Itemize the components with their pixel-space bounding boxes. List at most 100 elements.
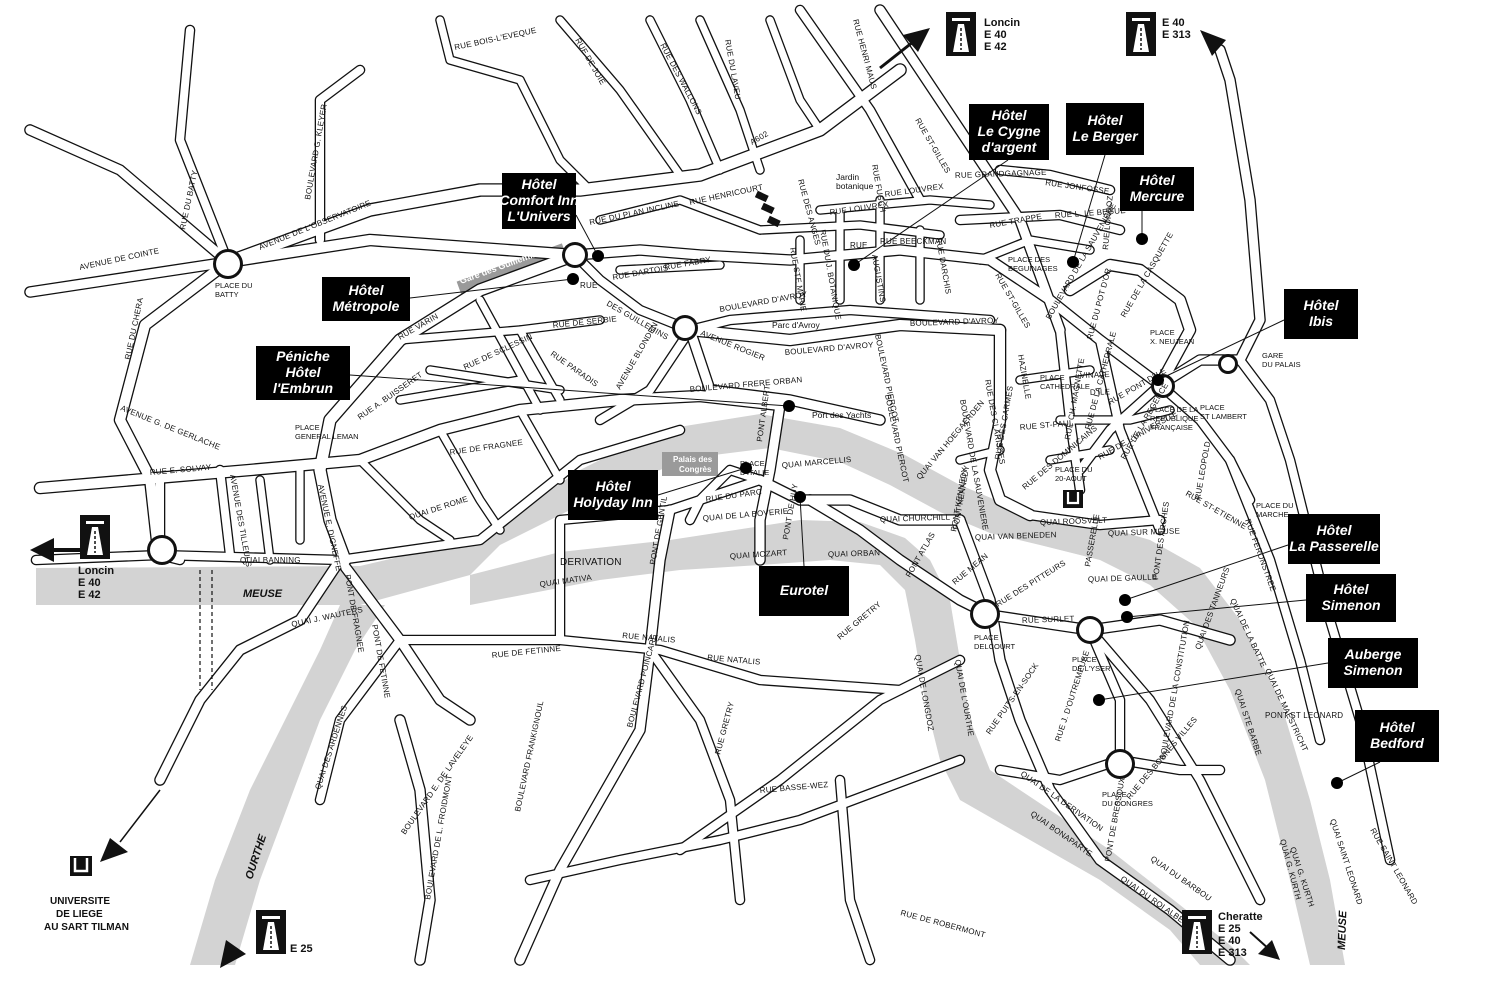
road-segment (646, 646, 744, 904)
hotel-dot-marker[interactable] (1067, 256, 1079, 268)
roundabout-inner (973, 602, 997, 626)
road-segment (1046, 446, 1114, 464)
road-segment (596, 196, 764, 234)
hotel-name-line: l'Embrun (273, 380, 333, 396)
hotel-name-line: Hôtel (1088, 112, 1124, 128)
road-segment (996, 756, 1124, 784)
hotel-name-line: L'Univers (507, 208, 570, 224)
road-segment (436, 426, 504, 534)
hotel-box (256, 346, 350, 400)
road-segment (1086, 626, 1124, 764)
highway-sign-icon (1182, 910, 1212, 954)
highway-label-loncin-left: E 40 (78, 577, 101, 589)
hotel-dot-marker[interactable] (1152, 374, 1164, 386)
hotel-markers (567, 233, 1343, 789)
hotel-dot-marker[interactable] (592, 250, 604, 262)
roundabout-inner (1079, 619, 1101, 641)
hotel-label-eurotel[interactable]: Eurotel (759, 566, 849, 616)
highway-label-e40-e313: E 313 (1162, 29, 1191, 41)
hotel-dot-marker[interactable] (783, 400, 795, 412)
place-label-congres: PLACE (1102, 790, 1127, 799)
hotel-name-line: Le Cygne (977, 123, 1040, 139)
street-label-quai-orban: QUAI ORBAN (828, 548, 881, 559)
hotel-dot-marker[interactable] (1119, 594, 1131, 606)
place-label-marche: MARCHE (1256, 510, 1289, 519)
hotel-box (969, 104, 1049, 160)
road-segment (32, 426, 684, 564)
leader-line-passerelle (1124, 544, 1289, 601)
rail-marks (199, 190, 781, 690)
hotel-dot-marker[interactable] (567, 273, 579, 285)
hotel-name-line: Simenon (1343, 662, 1402, 678)
road-segment (686, 306, 994, 334)
leader-line-eurotel (799, 496, 805, 567)
street-label-vinave: VINAVE (1080, 370, 1110, 380)
hotel-name-line: Hôtel (1334, 581, 1370, 597)
road-segment (25, 257, 233, 297)
road-segment (1065, 260, 1195, 390)
place-label-italie: PLACE (740, 459, 765, 468)
palais-congres-line1: Palais des (673, 455, 713, 464)
roundabout-inner (216, 252, 240, 276)
road-segment (755, 400, 785, 565)
leader-line-simenon (1126, 599, 1307, 618)
road-segment (25, 125, 233, 267)
hotel-dot-marker[interactable] (848, 259, 860, 271)
road-segment (976, 236, 1094, 264)
hotel-name-line: Hôtel (1317, 522, 1353, 538)
place-label-beguinages: PLACE DES (1008, 255, 1050, 264)
road-segment (956, 211, 1124, 234)
street-label-quai-sur-meuse: QUAI SUR MEUSE (1108, 526, 1180, 538)
place-label-general-leman: PLACE (295, 423, 320, 432)
hotel-dot-marker[interactable] (1093, 694, 1105, 706)
place-label-vingt-aout: 20-AOUT (1055, 474, 1087, 483)
hotel-name-line: Hôtel (349, 282, 385, 298)
hotel-dot-marker[interactable] (1121, 611, 1133, 623)
street-label-pont-st-leonard: PONT ST LEONARD (1265, 711, 1343, 720)
hotel-dot-marker[interactable] (1331, 777, 1343, 789)
hotel-box (502, 173, 576, 229)
road-segment (996, 166, 1114, 194)
roundabout-inner (1221, 357, 1235, 371)
place-label-delcourt: DELCOURT (974, 642, 1016, 651)
road-fills (25, 5, 1394, 965)
road-segment (155, 555, 345, 785)
road-segment (685, 325, 885, 425)
place-label-beguinages: BEGUINAGES (1008, 264, 1058, 273)
place-label-batty: PLACE DU (215, 281, 253, 290)
place-label-st-lambert: PLACE (1200, 403, 1225, 412)
place-label-marche: PLACE DU (1256, 501, 1294, 510)
highway-label-e40-e313: E 40 (1162, 17, 1185, 29)
place-label-republique: FRANÇAISE (1150, 423, 1193, 432)
highway-label-loncin-left: Loncin (78, 565, 114, 577)
roundabout-inner (565, 245, 585, 265)
leader-line-berger (1072, 154, 1106, 263)
hotel-name-line: Bedford (1370, 735, 1424, 751)
road-segment (1086, 626, 1264, 904)
leader-line-peniche (349, 374, 790, 407)
hotel-dot-marker[interactable] (1136, 233, 1148, 245)
hotel-box (568, 470, 658, 520)
hotel-box (1284, 289, 1358, 339)
leader-line-ibis (1157, 319, 1285, 381)
hotel-name-line: Hôtel (992, 107, 1028, 123)
hotel-dot-marker[interactable] (740, 462, 752, 474)
highway-label-e25: E 25 (290, 943, 313, 955)
hotel-dot-marker[interactable] (794, 491, 806, 503)
street-label-quai-churchill: QUAI CHURCHILL (880, 513, 951, 524)
road-segment (836, 776, 874, 964)
